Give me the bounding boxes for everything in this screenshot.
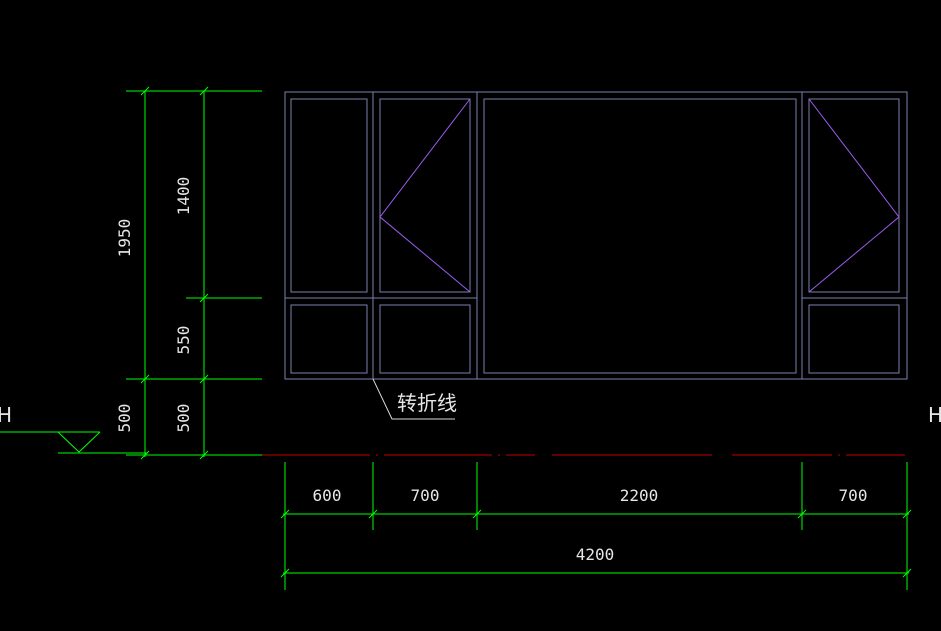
- vertical-dimensions: 1950 500 1400 550 500: [115, 86, 262, 460]
- dim-700-right: 700: [839, 486, 868, 505]
- leader-label: 转折线: [397, 391, 457, 415]
- outer-frame: [284, 91, 908, 380]
- pane-top-second: [379, 98, 471, 293]
- level-symbol-left: [0, 431, 148, 454]
- dim-600: 600: [313, 486, 342, 505]
- pane-top-left: [290, 98, 368, 293]
- horizontal-dimensions: 600 700 2200 700 4200: [280, 462, 912, 590]
- dim-2200: 2200: [620, 486, 659, 505]
- dim-4200: 4200: [576, 545, 615, 564]
- dim-550: 550: [174, 326, 193, 355]
- level-mark-right: H: [928, 403, 941, 427]
- level-mark-left: H: [0, 403, 12, 427]
- dim-500-outer: 500: [115, 404, 134, 433]
- leader-line: [372, 378, 455, 420]
- pane-center-fixed: [483, 98, 797, 374]
- pane-bottom-second: [379, 304, 471, 374]
- sash-opening-right: [808, 98, 900, 293]
- dim-1950: 1950: [115, 219, 134, 258]
- pane-top-right: [808, 98, 900, 293]
- dim-1400: 1400: [174, 177, 193, 216]
- dim-500-inner: 500: [174, 404, 193, 433]
- sash-opening-left: [379, 98, 471, 293]
- pane-bottom-left: [290, 304, 368, 374]
- window-frame: [284, 91, 908, 380]
- pane-bottom-right: [808, 304, 900, 374]
- leader-annotation: 转折线: [372, 378, 457, 420]
- dim-700-left: 700: [411, 486, 440, 505]
- sash-opening-lines: [379, 98, 900, 293]
